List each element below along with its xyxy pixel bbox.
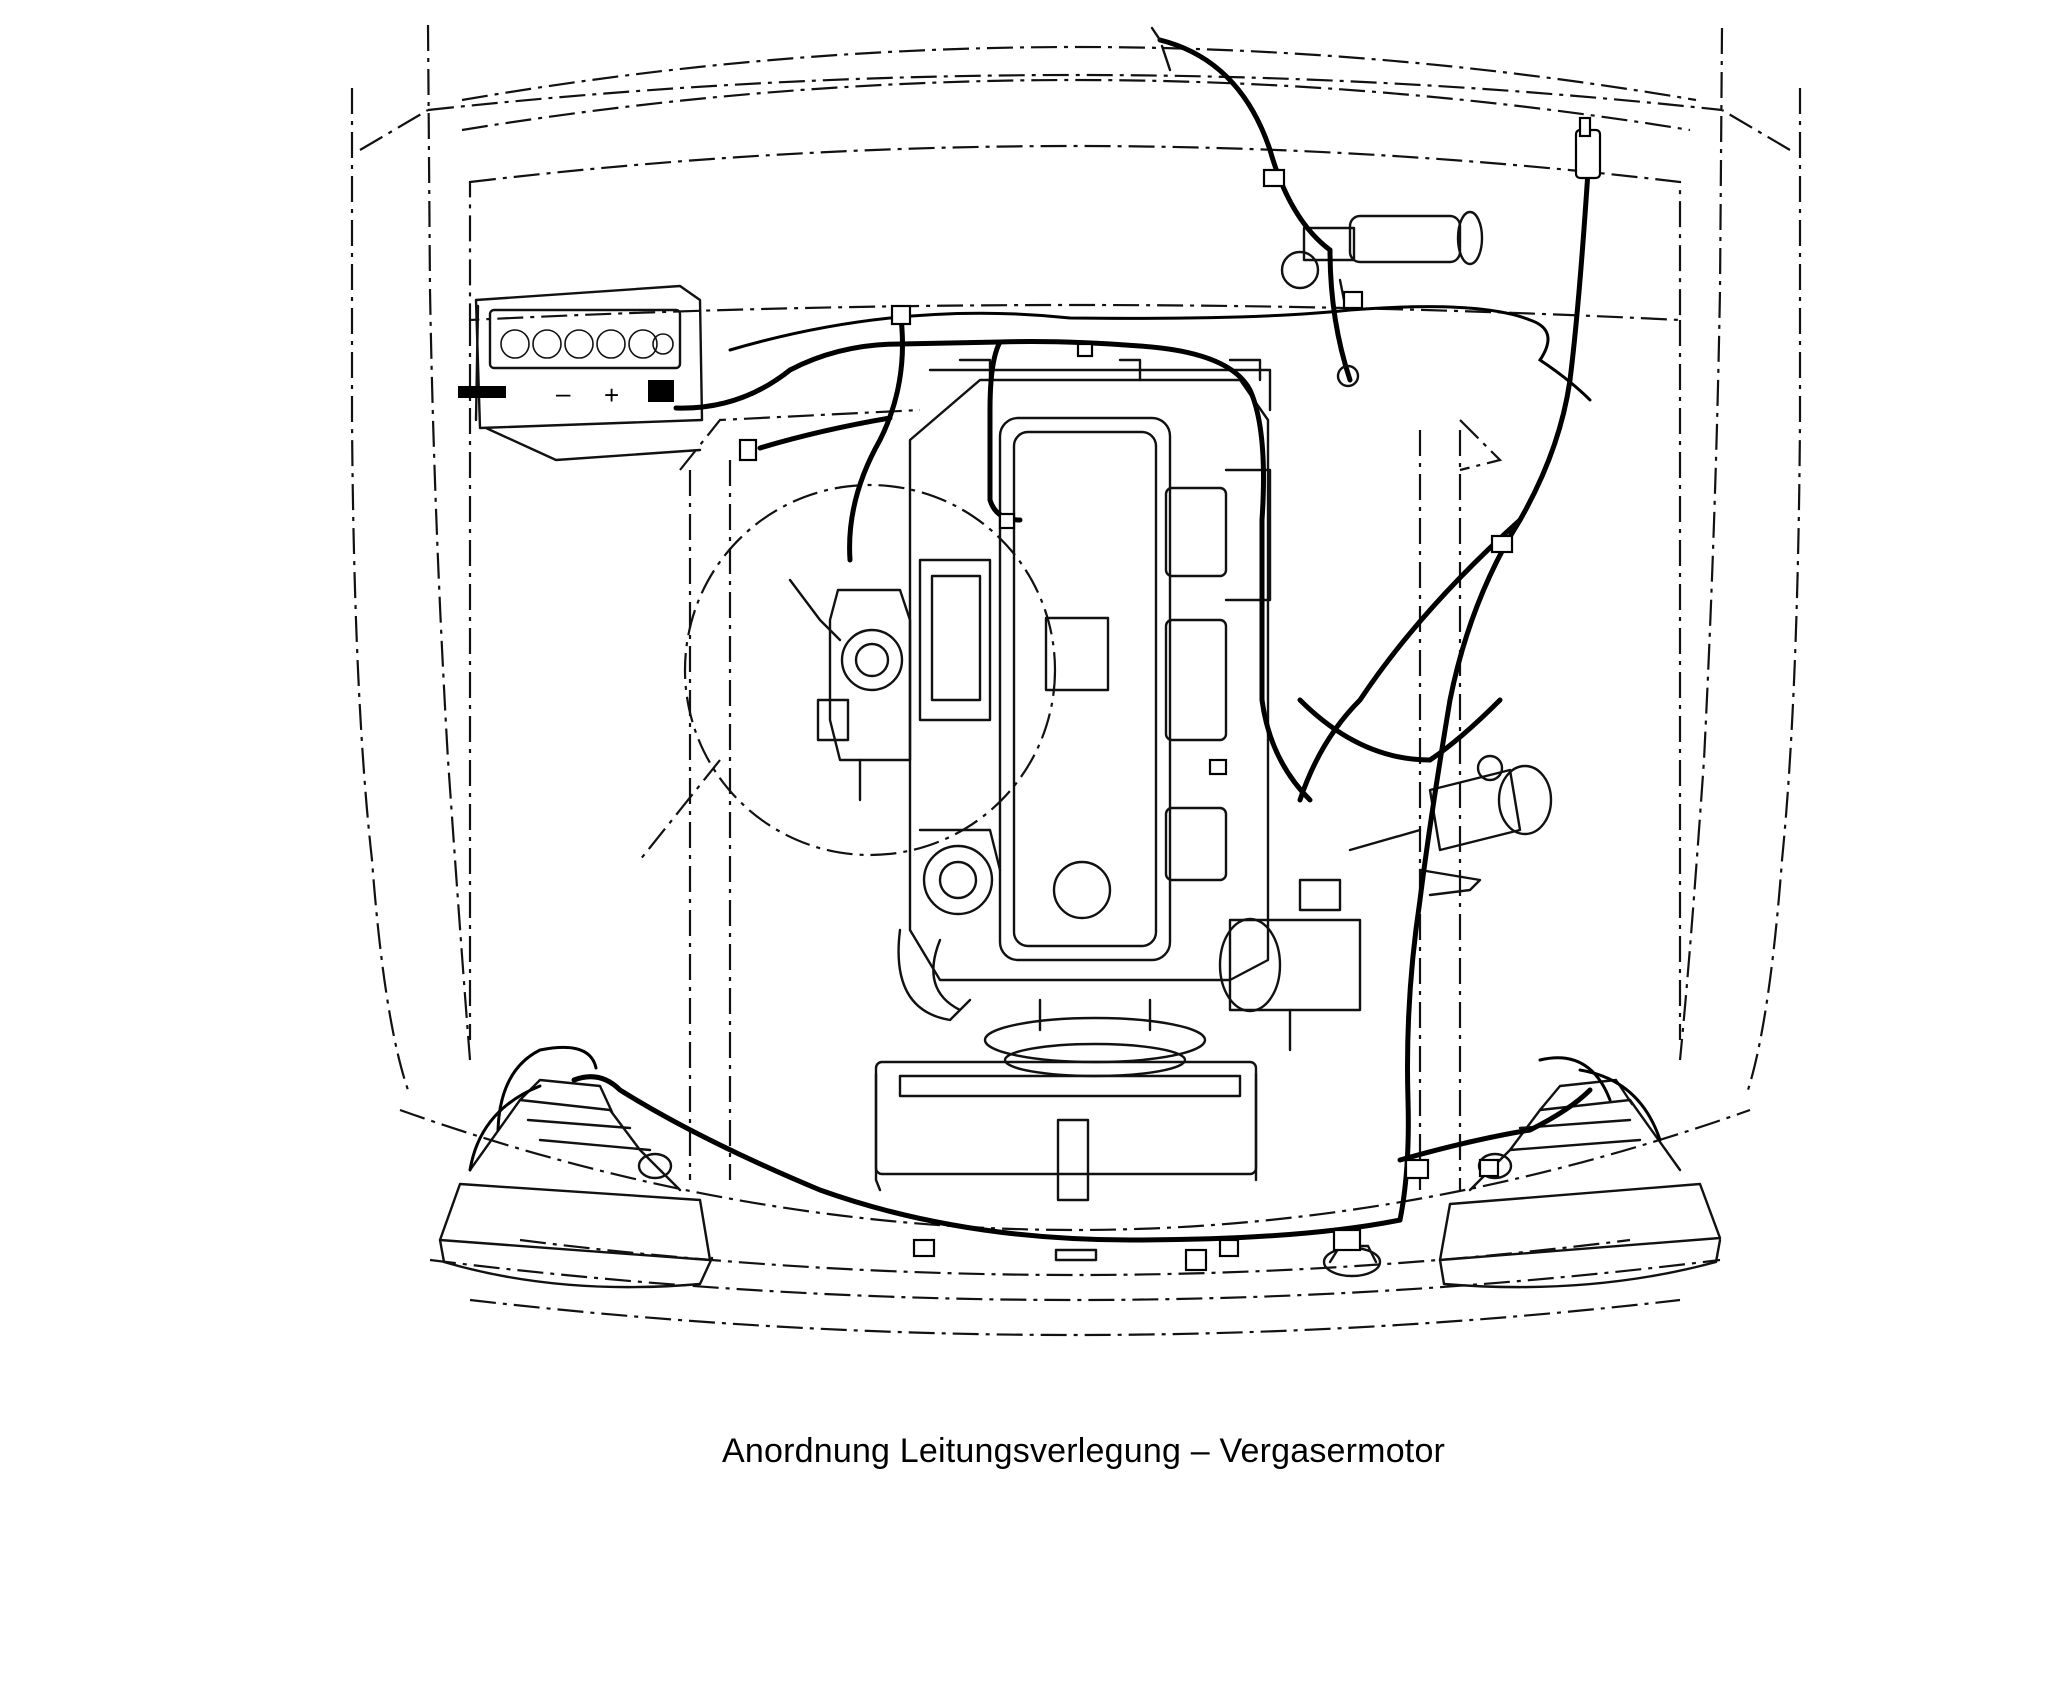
diagram-caption: Anordnung Leitungsverlegung – Vergasermo… [722,1432,1446,1470]
wiring-harness [468,26,1662,1272]
starter-motor [1348,754,1553,897]
headlight-left [438,1078,714,1289]
fan-shroud [639,483,1057,861]
alternator [1218,878,1362,1052]
battery-minus-label: – [556,378,571,408]
battery-plus-label: + [604,380,619,410]
headlight-right [1438,1078,1722,1289]
radiator [874,1060,1258,1262]
wiper-motor [1280,210,1484,302]
engine-block [788,358,1272,1078]
battery: – + [458,284,704,462]
